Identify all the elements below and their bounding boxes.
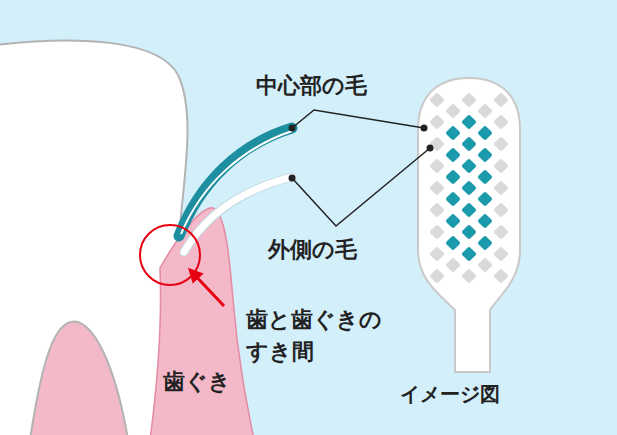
center-bristle-gap: [181, 131, 292, 234]
pointer-arrow: [190, 270, 224, 306]
bristle-tuft: [477, 147, 493, 163]
bristle-tuft: [461, 158, 477, 174]
bristle-tuft: [461, 202, 477, 218]
bristle-tuft: [493, 158, 509, 174]
part-label: 歯ぐき: [163, 366, 231, 398]
bristle-tuft: [493, 224, 509, 240]
bristle-tuft: [477, 125, 493, 141]
bristle-tuft: [445, 147, 461, 163]
bristle-tuft: [429, 224, 445, 240]
leader-dot: [289, 125, 296, 132]
bristle-tuft: [445, 103, 461, 119]
bristle-tuft: [429, 158, 445, 174]
bristle-tuft: [477, 191, 493, 207]
bristle-tuft: [429, 246, 445, 262]
bristle-tuft: [461, 136, 477, 152]
bristle-tuft: [445, 169, 461, 185]
bristle-tuft: [477, 103, 493, 119]
leader-dot: [289, 175, 296, 182]
bristle-tuft: [445, 191, 461, 207]
bristle-tuft: [461, 268, 477, 284]
bristle-tuft: [461, 92, 477, 108]
bristle-tuft: [429, 180, 445, 196]
leader-lines: [292, 110, 430, 226]
bristle-tuft: [493, 202, 509, 218]
toothbrush: [418, 78, 520, 372]
highlight-circle: [140, 225, 200, 285]
bristles: [179, 128, 292, 252]
part-label: 外側の毛: [268, 234, 357, 266]
bristle-tuft: [477, 169, 493, 185]
gum: [150, 208, 254, 435]
bristle-tufts: [429, 92, 509, 284]
leader-line: [292, 110, 424, 128]
bristle-tuft: [493, 246, 509, 262]
part-label: 中心部の毛: [256, 70, 367, 102]
bristle-tuft: [461, 114, 477, 130]
leader-dots: [289, 125, 434, 182]
leader-dot: [421, 125, 428, 132]
leader-dot: [427, 145, 434, 152]
bristle-tuft: [445, 213, 461, 229]
callout-label: 歯と歯ぐきのすき間: [246, 304, 386, 368]
bristle-tuft: [461, 224, 477, 240]
bristle-tuft: [493, 92, 509, 108]
bristle-tuft: [445, 257, 461, 273]
bristle-tuft: [493, 136, 509, 152]
bristle-tuft: [477, 213, 493, 229]
bristle-tuft: [477, 257, 493, 273]
bristle-tuft: [493, 180, 509, 196]
bristle-tuft: [493, 114, 509, 130]
bristle-tuft: [429, 114, 445, 130]
bristle-tuft: [445, 125, 461, 141]
bristle-tuft: [493, 268, 509, 284]
caption-note: イメージ図: [400, 380, 500, 409]
bristle-tuft: [461, 180, 477, 196]
bristle-tuft: [429, 92, 445, 108]
center-bristle: [179, 128, 292, 236]
bristle-tuft: [461, 246, 477, 262]
bristle-tuft: [445, 235, 461, 251]
bristle-tuft: [429, 268, 445, 284]
bristle-tuft: [429, 202, 445, 218]
bristle-tuft: [477, 235, 493, 251]
leader-line: [292, 148, 430, 226]
